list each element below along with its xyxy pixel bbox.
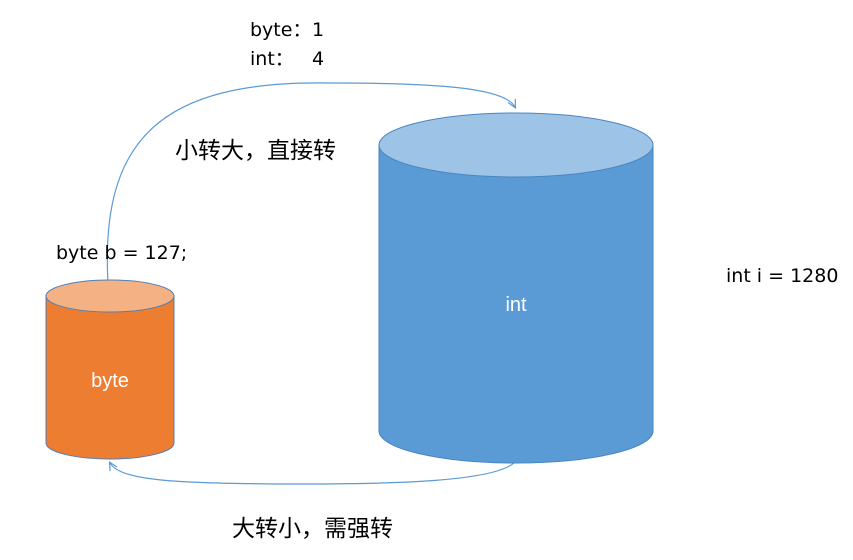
small-to-big-arrow [106,82,515,284]
legend-int-row: int： 4 [250,49,324,69]
legend-byte-row: byte：1 [250,20,324,40]
big-to-small-label: 大转小，需强转 [232,516,393,542]
small-to-big-label: 小转大，直接转 [175,138,336,164]
int-declaration: int i = 1280 [726,265,839,287]
legend-byte-label: byte： [250,19,312,41]
byte-cylinder-top [45,279,175,313]
byte-cylinder: byte [45,279,175,460]
legend-int-size: 4 [312,48,325,70]
byte-cylinder-label: byte [91,370,129,392]
int-cylinder-top [378,112,654,178]
byte-cylinder-body [45,295,175,460]
legend-byte-size: 1 [312,19,325,41]
big-to-small-arrow [110,462,516,485]
int-cylinder: int [378,112,654,464]
byte-declaration: byte b = 127; [56,242,188,264]
int-cylinder-body [378,144,654,464]
legend-int-label: int： [250,48,294,70]
int-cylinder-label: int [505,294,527,316]
